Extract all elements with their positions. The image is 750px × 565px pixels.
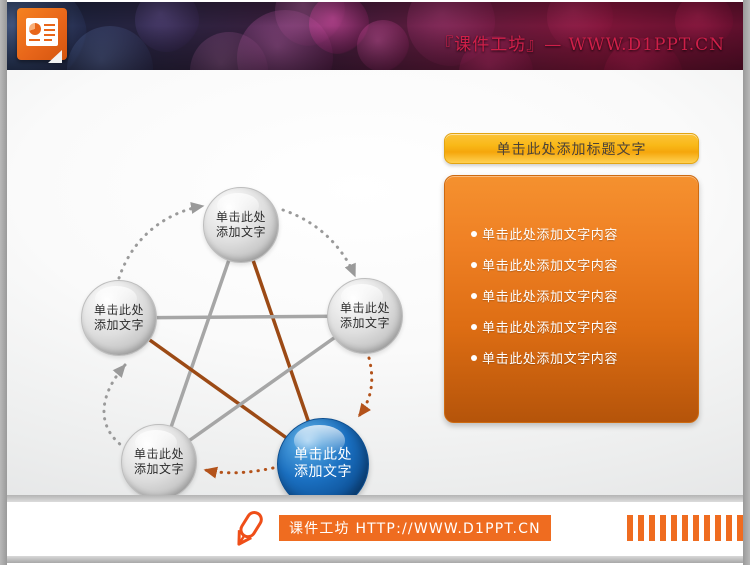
node-label-line1: 单击此处 [133,447,184,462]
footer: 课件工坊 HTTP://WWW.D1PPT.CN [7,495,743,563]
node-label-line1: 单击此处 [215,210,266,225]
node-label-line2: 添加文字 [133,462,184,476]
list-item[interactable]: 单击此处添加文字内容 [471,255,698,274]
footer-url-label: 课件工坊 HTTP://WWW.D1PPT.CN [289,521,541,537]
powerpoint-logo-icon [17,8,71,64]
slide-body: 单击此处 添加文字 单击此处 添加文字 单击此处 添加文字 单击此处 添加文字 [7,70,743,528]
panel-bullet-list: 单击此处添加文字内容 单击此处添加文字内容 单击此处添加文字内容 单击此处添加文… [444,175,699,423]
arc-bottomleft-to-left [102,363,127,450]
page-edge-right [743,0,750,565]
node-label-line1: 单击此处 [294,446,352,463]
bullet-dot-icon [471,230,477,237]
arc-right-to-bottomright [357,356,374,418]
node-label-line2: 添加文字 [215,225,266,239]
list-item-label: 单击此处添加文字内容 [482,228,619,243]
header-title: 『课件工坊』— WWW.D1PPT.CN [436,35,725,55]
node-label-line2: 添加文字 [93,318,144,332]
arc-top-to-right [281,208,357,278]
arc-left-to-top [117,202,205,280]
list-item-label: 单击此处添加文字内容 [482,321,619,336]
node-label-line1: 单击此处 [93,303,144,318]
footer-stripes [627,515,743,541]
footer-divider-top [7,495,743,502]
header-shade [7,2,743,70]
pentagram-diagram: 单击此处 添加文字 单击此处 添加文字 单击此处 添加文字 单击此处 添加文字 [7,70,437,528]
bullet-dot-icon [471,292,477,299]
diagram-node-right[interactable]: 单击此处 添加文字 [327,278,403,354]
bullet-dot-icon [471,261,477,268]
node-label-line2: 添加文字 [339,316,390,330]
diagram-node-bottom-left[interactable]: 单击此处 添加文字 [121,424,197,500]
list-item[interactable]: 单击此处添加文字内容 [471,348,698,367]
list-item-label: 单击此处添加文字内容 [482,352,619,367]
node-label-line1: 单击此处 [339,301,390,316]
header-banner: 『课件工坊』— WWW.D1PPT.CN [7,2,743,70]
list-item[interactable]: 单击此处添加文字内容 [471,286,698,305]
link-left-right [118,314,366,320]
page-edge-left [0,0,7,565]
diagram-node-left[interactable]: 单击此处 添加文字 [81,280,157,356]
bullet-dot-icon [471,323,477,330]
pencil-icon [237,511,263,546]
list-item-label: 单击此处添加文字内容 [482,290,619,305]
diagram-node-top[interactable]: 单击此处 添加文字 [203,187,279,263]
list-item-label: 单击此处添加文字内容 [482,259,619,274]
panel-title[interactable]: 单击此处添加标题文字 [444,133,699,164]
right-content-panel: 单击此处添加标题文字 单击此处添加文字内容 单击此处添加文字内容 单击此处添加文… [444,133,699,423]
list-item[interactable]: 单击此处添加文字内容 [471,317,698,336]
node-label-line2: 添加文字 [294,464,352,480]
footer-divider-bottom [7,556,743,563]
link-right-bottomleft [157,314,367,464]
arc-bottomright-to-bottomleft [203,466,275,479]
link-top-bottomleft [157,224,243,463]
bullet-dot-icon [471,354,477,361]
list-item[interactable]: 单击此处添加文字内容 [471,224,698,243]
footer-url-bar[interactable]: 课件工坊 HTTP://WWW.D1PPT.CN [279,515,551,541]
